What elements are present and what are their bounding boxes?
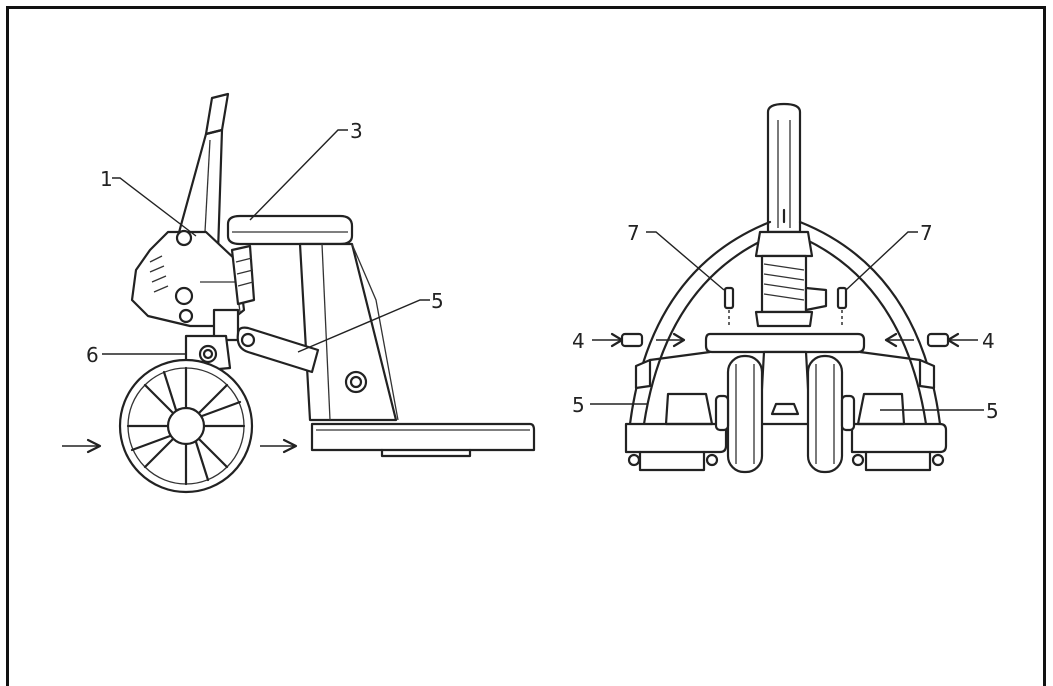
callout-front-7-right: 7 <box>920 221 933 245</box>
front-side-pins <box>592 332 978 348</box>
side-leader-3 <box>249 129 348 221</box>
front-pump <box>754 230 828 328</box>
side-leader-1 <box>112 177 197 237</box>
side-chassis <box>298 242 399 422</box>
front-wheels <box>714 354 856 474</box>
callout-front-4-left: 4 <box>572 329 585 353</box>
diagram-frame <box>6 6 1046 686</box>
callout-side-3: 3 <box>350 119 363 143</box>
front-view <box>590 102 984 474</box>
front-leader-7-left <box>646 231 725 291</box>
front-pins <box>723 286 848 326</box>
callout-front-5-left: 5 <box>572 393 585 417</box>
front-handle <box>766 102 802 234</box>
side-pump-head <box>130 229 256 342</box>
callout-front-4-right: 4 <box>982 329 995 353</box>
side-linkage-arm <box>236 326 320 374</box>
side-top-cover <box>226 214 354 246</box>
side-fork-base <box>310 422 536 458</box>
callout-front-7-left: 7 <box>627 221 640 245</box>
side-direction-arrows <box>62 438 298 454</box>
callout-side-1: 1 <box>100 167 113 191</box>
front-forks <box>624 392 948 472</box>
callout-side-5: 5 <box>431 289 444 313</box>
side-leader-5 <box>297 299 430 353</box>
front-center-body <box>758 350 812 426</box>
front-leader-7-right <box>845 231 918 291</box>
side-steer-wheel <box>118 358 254 494</box>
front-crossbar <box>634 332 936 390</box>
side-view <box>62 92 536 494</box>
callout-front-5-right: 5 <box>986 399 999 423</box>
callout-side-6: 6 <box>86 343 99 367</box>
